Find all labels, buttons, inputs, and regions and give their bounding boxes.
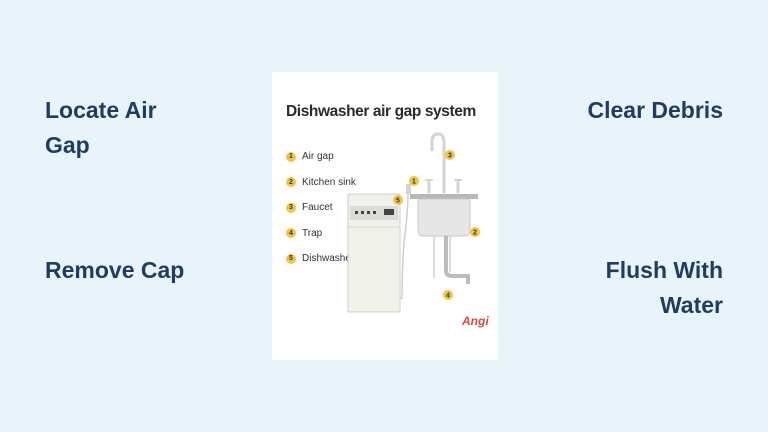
callout-kitchen-sink: 2 (470, 227, 480, 237)
svg-text:1: 1 (412, 179, 416, 186)
legend-badge: 3 (286, 202, 296, 213)
legend-item-trap: 4 Trap (286, 221, 356, 247)
diagram-title: Dishwasher air gap system (286, 103, 476, 120)
step-remove-cap: Remove Cap (45, 257, 185, 283)
legend-item-air-gap: 1 Air gap (286, 144, 356, 170)
faucet (425, 132, 462, 194)
legend-label: Air gap (302, 151, 334, 163)
legend-badge: 1 (286, 151, 296, 162)
legend-badge: 5 (286, 253, 296, 264)
step-locate-air-gap: Locate Air Gap (45, 97, 157, 158)
dishwasher-unit (347, 193, 401, 313)
step-flush-with-water: Flush With Water (605, 257, 723, 318)
air-gap-diagram: Dishwasher air gap system 1 Air gap 2 Ki… (272, 72, 498, 360)
step-clear-debris: Clear Debris (587, 97, 723, 123)
svg-text:4: 4 (446, 293, 450, 300)
callout-dishwasher: 5 (393, 195, 403, 205)
svg-text:3: 3 (448, 153, 452, 160)
legend-item-kitchen-sink: 2 Kitchen sink (286, 170, 356, 196)
svg-text:2: 2 (473, 230, 477, 237)
callout-air-gap: 1 (409, 176, 419, 186)
sink-basin (417, 198, 471, 237)
angi-logo: Angi (462, 314, 489, 328)
legend-badge: 2 (286, 177, 296, 188)
legend-label: Trap (302, 227, 323, 239)
legend-label: Dishwasher (302, 253, 355, 265)
legend-item-dishwasher: 5 Dishwasher (286, 246, 356, 272)
countertop (410, 194, 478, 199)
air-gap-cap (406, 184, 411, 194)
legend-item-faucet: 3 Faucet (286, 195, 356, 221)
callout-trap: 4 (443, 290, 453, 300)
drain-hose (400, 193, 409, 299)
legend-badge: 4 (286, 228, 296, 239)
svg-text:5: 5 (396, 198, 400, 205)
diagram-legend: 1 Air gap 2 Kitchen sink 3 Faucet 4 Trap… (286, 144, 356, 272)
callout-faucet: 3 (445, 150, 455, 160)
plumbing-illustration: 1 2 3 4 5 (347, 132, 480, 313)
legend-label: Faucet (302, 202, 333, 214)
legend-label: Kitchen sink (302, 176, 356, 188)
p-trap (444, 236, 470, 284)
